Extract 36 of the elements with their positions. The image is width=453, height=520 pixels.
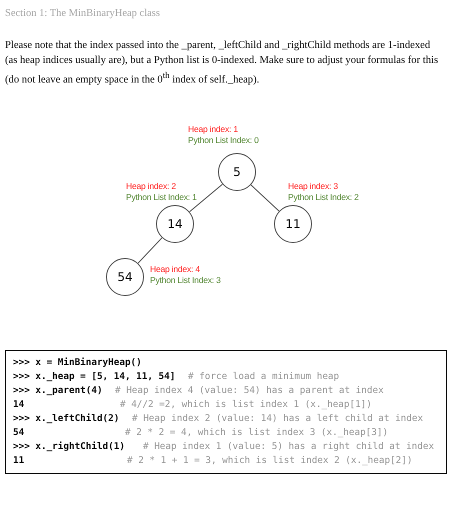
- heap-index-label: Heap index: 3: [288, 181, 338, 191]
- list-index-label: Python List Index: 1: [126, 192, 197, 202]
- node-circle: [156, 205, 194, 243]
- node-circle: [274, 205, 312, 243]
- tree-edge: [250, 184, 280, 212]
- node-circle: [218, 153, 256, 191]
- list-index-label: Python List Index: 2: [288, 192, 359, 202]
- code-comment: # 4//2 =2, which is list index 1 (x._heap[1]): [120, 399, 372, 411]
- code-line: >>> x._leftChild(2): [13, 413, 120, 425]
- node-value: 11: [285, 217, 301, 231]
- code-line: 54: [13, 427, 24, 439]
- node-value: 14: [167, 217, 183, 231]
- section-heading: Section 1: The MinBinaryHeap class: [5, 8, 160, 19]
- heap-index-label: Heap index: 1: [188, 124, 238, 134]
- list-index-label: Python List Index: 3: [150, 275, 221, 285]
- code-line: 14: [13, 399, 24, 411]
- code-comment: # 2 * 2 = 4, which is list index 3 (x._heap[3]): [125, 427, 388, 439]
- code-comment: # Heap index 1 (value: 5) has a right child at index: [143, 441, 434, 453]
- code-line: >>> x._heap = [5, 14, 11, 54]: [13, 371, 176, 383]
- code-line: 11: [13, 455, 24, 467]
- node-value: 5: [233, 165, 241, 179]
- code-comment: # 2 * 1 + 1 = 3, which is list index 2 (x._heap[2]): [127, 455, 412, 467]
- code-comment: # Heap index 2 (value: 14) has a left child at index: [132, 413, 424, 425]
- code-line: >>> x._rightChild(1): [13, 441, 125, 453]
- tree-edge: [138, 237, 162, 264]
- code-comment: # Heap index 4 (value: 54) has a parent at index: [115, 385, 384, 397]
- note-paragraph: Please note that the index passed into the _parent, _leftChild and _rightChild methods are 1-indexed (as heap indices usually are), but a Python list is 0-indexed. Make sure to adjust your formulas for this (do not leave an empty space in the 0$^{th}$ index of self._heap).: [5, 39, 440, 88]
- list-index-label: Python List Index: 0: [188, 135, 259, 145]
- code-comment: # force load a minimum heap: [188, 371, 340, 383]
- node-circle: [106, 258, 144, 296]
- node-value: 54: [117, 270, 133, 284]
- code-line: >>> x._parent(4): [13, 385, 103, 397]
- heap-index-label: Heap index: 4: [150, 264, 200, 274]
- heap-index-label: Heap index: 2: [126, 181, 176, 191]
- code-line: >>> x = MinBinaryHeap(): [13, 357, 142, 369]
- tree-edge: [189, 184, 223, 212]
